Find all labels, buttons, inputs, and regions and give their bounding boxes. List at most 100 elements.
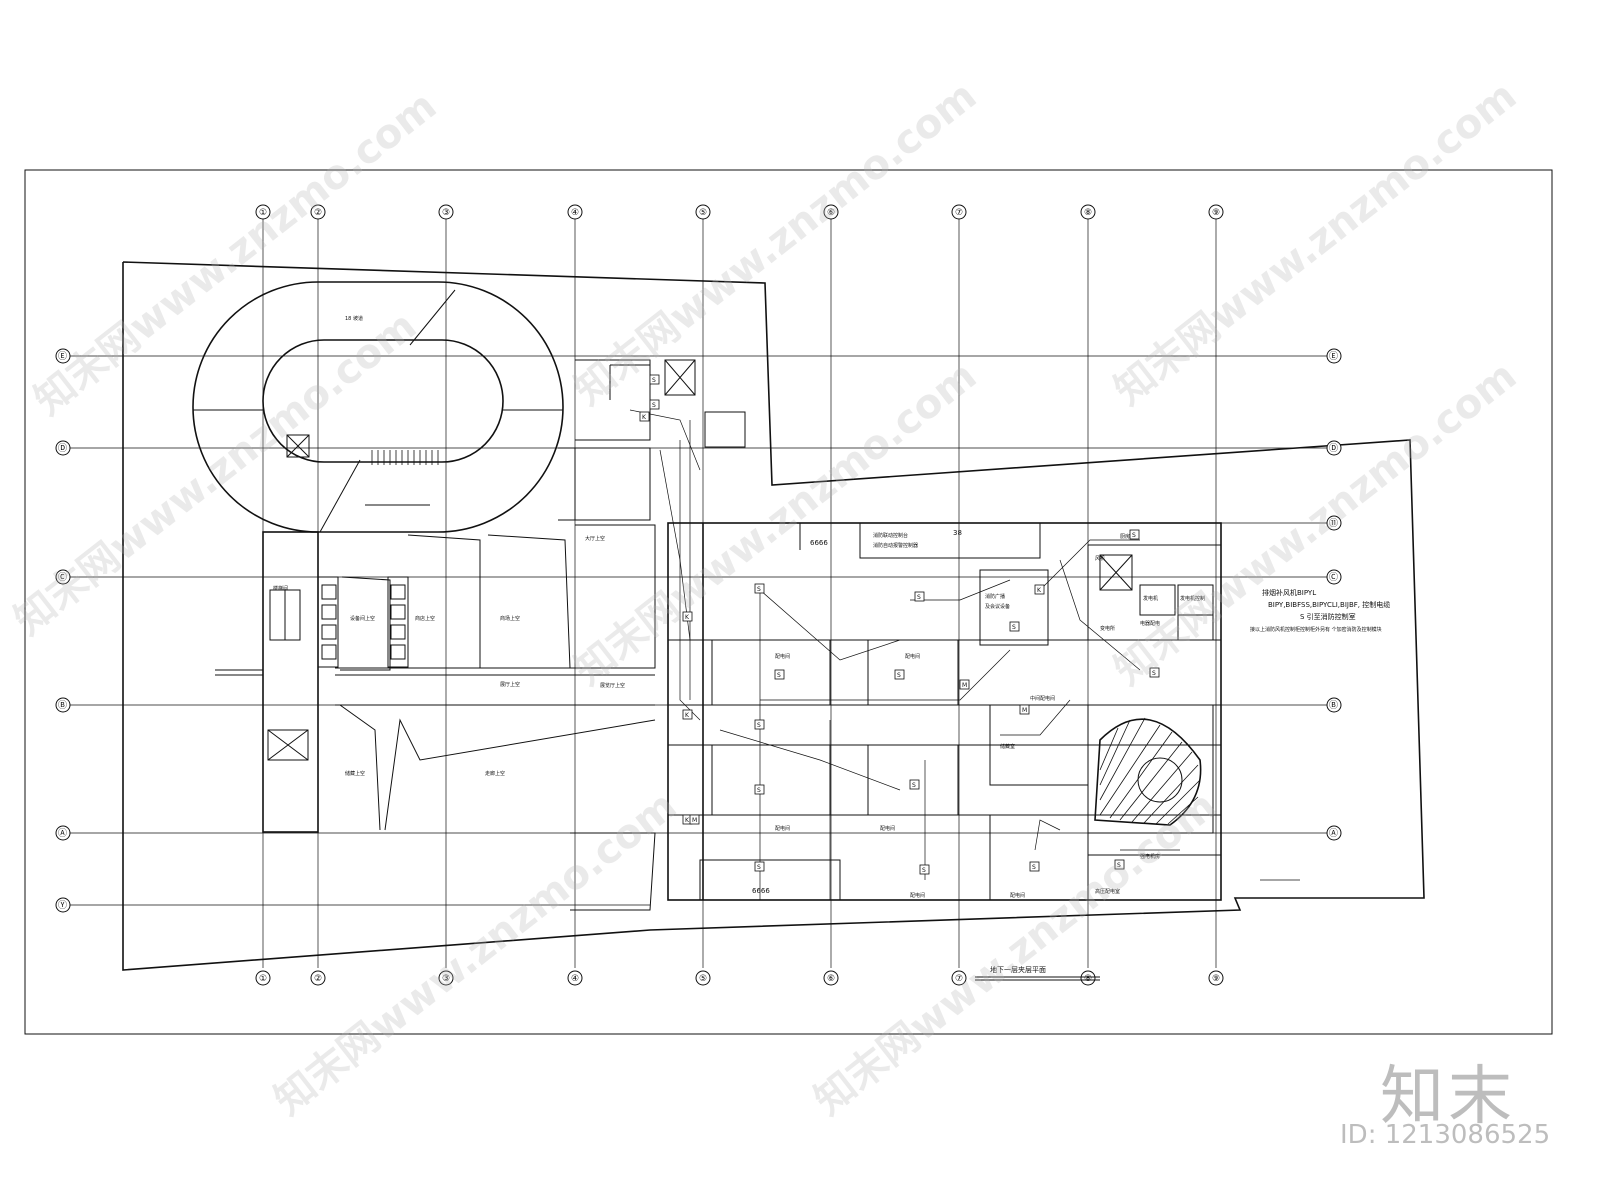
svg-text:楼梯间: 楼梯间 xyxy=(273,585,288,592)
svg-text:S: S xyxy=(1152,670,1156,677)
svg-text:M: M xyxy=(1022,707,1027,714)
svg-text:设备间上空: 设备间上空 xyxy=(350,615,375,622)
svg-text:S: S xyxy=(757,864,761,871)
svg-text:6666: 6666 xyxy=(810,539,828,547)
svg-text:展览厅上空: 展览厅上空 xyxy=(600,682,625,689)
svg-text:⑥: ⑥ xyxy=(827,974,835,984)
svg-text:展厅上空: 展厅上空 xyxy=(500,681,520,688)
column-bubbles-bottom: ① ② ③ ④ ⑤ ⑥ ⑦ ⑧ ⑨ xyxy=(255,970,1224,986)
svg-text:S: S xyxy=(1032,864,1036,871)
svg-text:④: ④ xyxy=(571,974,579,984)
cable-notes: 排烟补风机BIPYL BIPY,BIBFSS,BIPYCLI,BIJBF, 控制… xyxy=(1250,588,1390,633)
svg-text:S: S xyxy=(757,722,761,729)
svg-text:强电机房: 强电机房 xyxy=(1140,853,1160,860)
svg-text:K: K xyxy=(685,614,690,621)
wiring xyxy=(629,409,1300,900)
svg-text:消防联动控制台: 消防联动控制台 xyxy=(873,532,908,539)
svg-text:6666: 6666 xyxy=(752,887,770,895)
svg-text:K: K xyxy=(1037,587,1042,594)
svg-text:及会议设备: 及会议设备 xyxy=(985,603,1010,610)
svg-text:S: S xyxy=(757,787,761,794)
svg-text:③: ③ xyxy=(442,974,450,984)
svg-text:Ⓨ: Ⓨ xyxy=(58,900,67,911)
svg-text:Ⓔ: Ⓔ xyxy=(1329,351,1338,362)
svg-text:Ⓔ: Ⓔ xyxy=(58,351,67,362)
oval-ramp: 18 坡道 xyxy=(192,281,564,533)
svg-text:走廊上空: 走廊上空 xyxy=(485,770,505,777)
svg-text:S: S xyxy=(917,594,921,601)
column-bubbles-top: ① ② ③ ④ ⑤ ⑥ ⑦ ⑧ ⑨ xyxy=(255,204,1224,220)
svg-text:K: K xyxy=(685,712,690,719)
svg-text:⑦: ⑦ xyxy=(955,974,963,984)
spiral-stair xyxy=(1094,717,1202,826)
svg-text:BIPY,BIBFSS,BIPYCLI,BIJBF, 控制电: BIPY,BIBFSS,BIPYCLI,BIJBF, 控制电缆 xyxy=(1268,600,1390,609)
svg-text:Ⓓ: Ⓓ xyxy=(1329,443,1338,454)
west-core: 楼梯间 xyxy=(215,531,409,833)
svg-text:风机: 风机 xyxy=(1095,555,1105,562)
row-bubbles-left: Ⓔ Ⓓ Ⓒ Ⓑ Ⓐ Ⓨ xyxy=(55,348,71,913)
row-bubbles-right: Ⓔ Ⓓ ⑪ Ⓒ Ⓑ Ⓐ xyxy=(1326,348,1342,841)
svg-text:配电间: 配电间 xyxy=(775,825,790,832)
svg-text:发电机: 发电机 xyxy=(1143,595,1158,602)
svg-text:②: ② xyxy=(314,974,322,984)
svg-text:⑦: ⑦ xyxy=(955,208,963,218)
svg-text:38: 38 xyxy=(953,529,962,537)
svg-text:③: ③ xyxy=(442,208,450,218)
svg-text:①: ① xyxy=(259,208,267,218)
central-core xyxy=(609,359,746,448)
svg-text:K: K xyxy=(642,414,647,421)
svg-text:S: S xyxy=(777,672,781,679)
svg-text:②: ② xyxy=(314,208,322,218)
svg-text:Ⓒ: Ⓒ xyxy=(1329,572,1338,583)
drawing-title-block: 地下一层夹层平面 xyxy=(975,965,1100,981)
east-labels: 消防联动控制台 消防自动报警控制器 消防广播 及会议设备 6666 6666 3… xyxy=(752,529,1205,899)
svg-text:⑨: ⑨ xyxy=(1212,974,1220,984)
svg-text:⑧: ⑧ xyxy=(1084,974,1092,984)
image-id: ID: 1213086525 xyxy=(1340,1120,1551,1150)
svg-text:储藏上空: 储藏上空 xyxy=(345,770,365,777)
svg-text:⑪: ⑪ xyxy=(1329,518,1338,529)
drawing-title: 地下一层夹层平面 xyxy=(990,965,1046,974)
drawing-frame xyxy=(24,169,1553,1035)
svg-text:商场上空: 商场上空 xyxy=(500,615,520,622)
svg-text:高压配电室: 高压配电室 xyxy=(1095,888,1120,895)
svg-text:S: S xyxy=(922,867,926,874)
svg-text:中间配电间: 中间配电间 xyxy=(1030,695,1055,702)
svg-text:变电所: 变电所 xyxy=(1100,625,1115,632)
svg-text:Ⓐ: Ⓐ xyxy=(58,828,67,839)
svg-text:K: K xyxy=(685,817,690,824)
svg-text:配电间: 配电间 xyxy=(775,653,790,660)
svg-text:Ⓓ: Ⓓ xyxy=(58,443,67,454)
svg-text:S: S xyxy=(912,782,916,789)
svg-text:配电间: 配电间 xyxy=(1010,892,1025,899)
svg-text:S: S xyxy=(757,586,761,593)
svg-text:⑨: ⑨ xyxy=(1212,208,1220,218)
svg-text:S: S xyxy=(1012,624,1016,631)
svg-text:⑧: ⑧ xyxy=(1084,208,1092,218)
svg-text:消防自动报警控制器: 消防自动报警控制器 xyxy=(873,542,918,549)
brand-logo: 知末 xyxy=(1380,1060,1516,1134)
building-outline-west xyxy=(122,261,1425,971)
svg-text:储藏室: 储藏室 xyxy=(1000,743,1015,750)
svg-text:配电间: 配电间 xyxy=(905,653,920,660)
svg-text:S: S xyxy=(897,672,901,679)
svg-text:S: S xyxy=(1117,862,1121,869)
svg-text:配电间: 配电间 xyxy=(910,892,925,899)
svg-text:厨房: 厨房 xyxy=(1120,533,1130,540)
svg-text:发电机控制: 发电机控制 xyxy=(1180,595,1205,602)
device-symbols: S S S S S S S S S S S S S S S S K K K K … xyxy=(639,374,1160,875)
svg-text:电器配电: 电器配电 xyxy=(1140,620,1160,627)
svg-text:Ⓑ: Ⓑ xyxy=(58,700,67,711)
svg-text:Ⓐ: Ⓐ xyxy=(1329,828,1338,839)
svg-text:⑥: ⑥ xyxy=(827,208,835,218)
middle-rooms xyxy=(335,359,656,911)
svg-text:18 坡道: 18 坡道 xyxy=(345,315,363,322)
svg-text:消防广播: 消防广播 xyxy=(985,593,1005,600)
svg-text:S: S xyxy=(652,402,656,409)
svg-text:①: ① xyxy=(259,974,267,984)
east-building xyxy=(667,522,1222,901)
svg-text:⑤: ⑤ xyxy=(699,974,707,984)
svg-text:接以上消防风机控制柜控制柜外另有 个加密消防及控制模块: 接以上消防风机控制柜控制柜外另有 个加密消防及控制模块 xyxy=(1250,626,1382,633)
svg-text:S: S xyxy=(652,377,656,384)
